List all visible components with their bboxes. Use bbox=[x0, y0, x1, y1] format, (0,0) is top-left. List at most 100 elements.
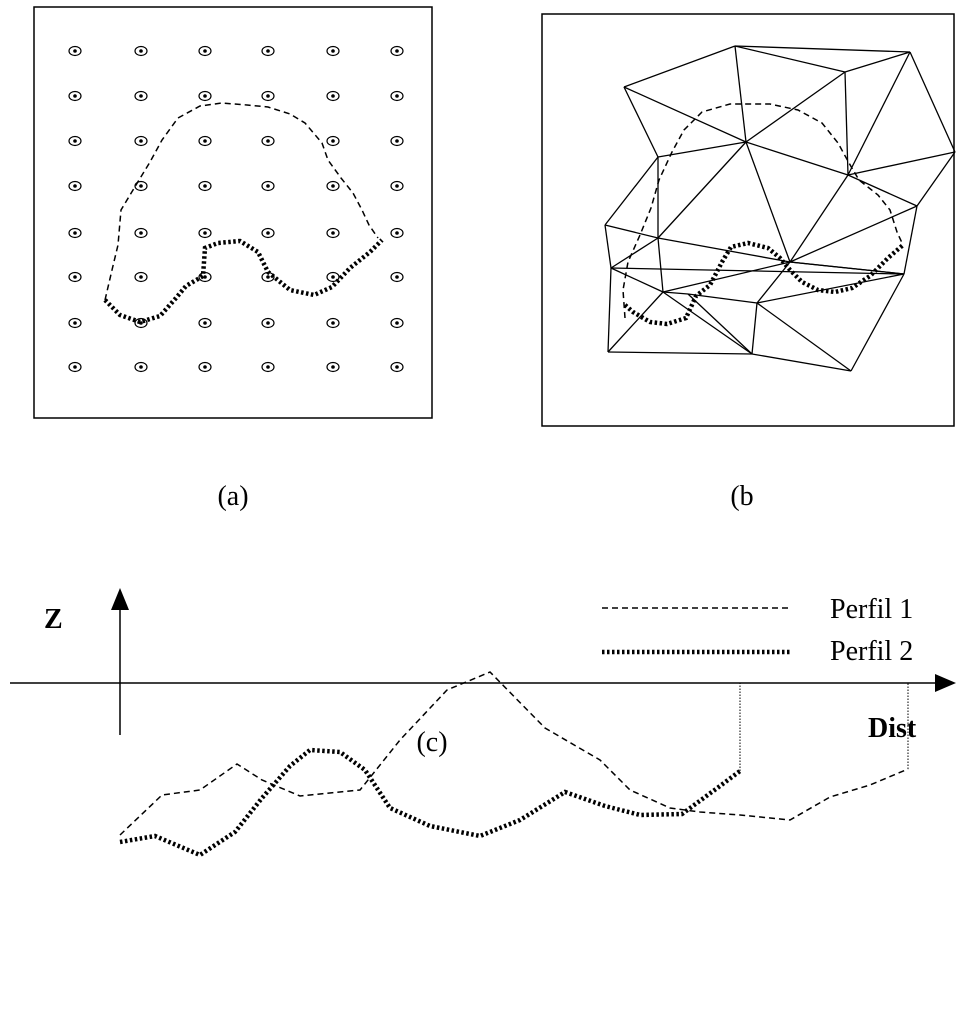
tin-edge bbox=[751, 353, 852, 372]
grid-point-center bbox=[266, 275, 270, 279]
grid-point-center bbox=[139, 139, 143, 143]
profile-1-line bbox=[119, 671, 909, 836]
grid-point-center bbox=[139, 94, 143, 98]
grid-point-center bbox=[266, 365, 270, 369]
profile-2-line bbox=[119, 747, 742, 858]
tin-edge bbox=[662, 261, 791, 293]
grid-point bbox=[198, 227, 212, 239]
grid-point-center bbox=[395, 49, 399, 53]
panel-b-frame bbox=[541, 13, 955, 427]
tin-edge bbox=[657, 141, 747, 239]
grid-point-center bbox=[73, 139, 77, 143]
grid-point bbox=[198, 180, 212, 192]
dist-axis-label: Dist bbox=[868, 713, 917, 744]
tin-edge bbox=[734, 45, 846, 73]
tin-edge bbox=[844, 51, 911, 73]
tin-edge bbox=[607, 267, 612, 353]
tin-edge bbox=[687, 293, 758, 304]
tin-edge bbox=[604, 224, 612, 269]
grid-point-center bbox=[73, 231, 77, 235]
grid-point-center bbox=[395, 231, 399, 235]
tin-edge bbox=[734, 45, 747, 143]
tin-edge bbox=[604, 156, 659, 226]
grid-point-center bbox=[203, 275, 207, 279]
grid-point-center bbox=[73, 94, 77, 98]
grid-point-center bbox=[203, 49, 207, 53]
tin-edge bbox=[789, 174, 849, 263]
grid-point bbox=[326, 317, 340, 329]
grid-point bbox=[134, 180, 148, 192]
legend-perfil-1-label: Perfil 1 bbox=[830, 594, 913, 625]
tin-edge bbox=[610, 267, 905, 275]
grid-point-center bbox=[395, 139, 399, 143]
grid-point bbox=[68, 90, 82, 102]
grid-point-center bbox=[266, 94, 270, 98]
grid-point bbox=[198, 45, 212, 57]
grid-point bbox=[390, 361, 404, 373]
grid-sample-points bbox=[68, 45, 404, 373]
grid-point bbox=[134, 361, 148, 373]
grid-point bbox=[134, 135, 148, 147]
grid-point-center bbox=[203, 231, 207, 235]
dist-axis-arrowhead bbox=[935, 674, 956, 692]
grid-point-center bbox=[331, 275, 335, 279]
caption-c: (c) bbox=[416, 727, 447, 758]
grid-point-center bbox=[331, 94, 335, 98]
grid-point-center bbox=[395, 184, 399, 188]
panel-c-profile-chart: Z Dist Perfil 1 Perfil 2 bbox=[10, 588, 956, 858]
grid-point-center bbox=[266, 321, 270, 325]
grid-point bbox=[326, 271, 340, 283]
grid-point-center bbox=[139, 275, 143, 279]
grid-point bbox=[261, 227, 275, 239]
grid-point bbox=[261, 317, 275, 329]
grid-point bbox=[68, 180, 82, 192]
grid-point bbox=[134, 271, 148, 283]
tin-edge bbox=[610, 237, 659, 269]
legend-perfil-2-label: Perfil 2 bbox=[830, 636, 913, 667]
tin-edge bbox=[623, 45, 736, 88]
grid-point bbox=[198, 361, 212, 373]
profile-2-path-a bbox=[103, 238, 384, 325]
tin-edge bbox=[847, 51, 911, 176]
grid-point-center bbox=[203, 365, 207, 369]
grid-point-center bbox=[331, 184, 335, 188]
grid-point-center bbox=[395, 321, 399, 325]
tin-edge bbox=[657, 237, 791, 263]
grid-point-center bbox=[331, 365, 335, 369]
grid-point-center bbox=[331, 231, 335, 235]
profile-2-path-b bbox=[623, 240, 905, 327]
grid-point-center bbox=[266, 139, 270, 143]
tin-edge bbox=[789, 205, 918, 263]
profile-1-path-a bbox=[104, 102, 379, 301]
grid-point bbox=[198, 317, 212, 329]
grid-point-center bbox=[73, 49, 77, 53]
grid-point bbox=[326, 361, 340, 373]
grid-point bbox=[68, 227, 82, 239]
tin-edge bbox=[903, 205, 918, 275]
tin-edge bbox=[850, 273, 905, 372]
tin-edge bbox=[745, 71, 846, 143]
tin-edge bbox=[610, 267, 664, 293]
grid-point-center bbox=[395, 275, 399, 279]
grid-point bbox=[134, 45, 148, 57]
grid-point-center bbox=[266, 49, 270, 53]
grid-point-center bbox=[395, 94, 399, 98]
grid-point bbox=[261, 361, 275, 373]
grid-point-center bbox=[73, 365, 77, 369]
panel-b-tin bbox=[541, 13, 956, 427]
grid-point bbox=[390, 180, 404, 192]
grid-point bbox=[390, 227, 404, 239]
panel-a-grid bbox=[33, 6, 433, 419]
grid-point-center bbox=[73, 275, 77, 279]
tin-edge bbox=[844, 71, 849, 176]
tin-edge bbox=[662, 291, 753, 355]
tin-edge bbox=[847, 151, 956, 176]
tin-edge bbox=[751, 302, 758, 355]
grid-point-center bbox=[73, 184, 77, 188]
grid-point-center bbox=[331, 139, 335, 143]
caption-a: (a) bbox=[217, 481, 248, 512]
tin-edge bbox=[847, 174, 918, 207]
grid-point-center bbox=[203, 321, 207, 325]
tin-edge bbox=[734, 45, 911, 53]
